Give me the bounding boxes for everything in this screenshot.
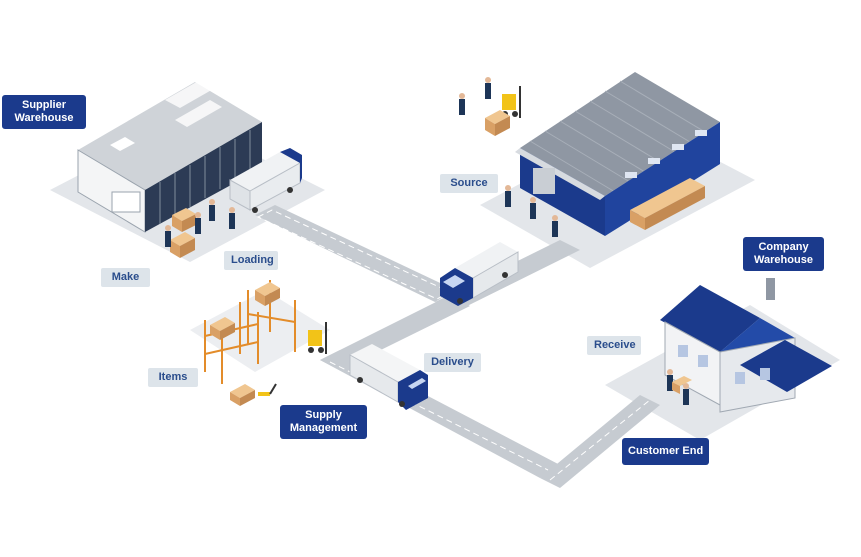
worker-icon [459, 77, 558, 237]
source-warehouse-building [515, 72, 720, 236]
customer-end-label: Customer End [622, 438, 709, 465]
box-icon [485, 110, 705, 230]
supplier-warehouse-building [77, 80, 262, 233]
source-label: Source [440, 174, 498, 193]
pallet-jack-icon [258, 383, 277, 396]
make-label: Make [101, 268, 150, 287]
forklift-icon [308, 322, 327, 354]
delivery-label: Delivery [424, 353, 481, 372]
box-icon [210, 282, 280, 406]
receive-label: Receive [587, 336, 641, 355]
truck-icon [229, 148, 302, 213]
truck-icon [440, 242, 519, 306]
items-label: Items [148, 368, 198, 387]
truck-icon [349, 344, 428, 410]
box-icon [672, 376, 692, 394]
box-icon [170, 208, 196, 258]
house-icon [660, 278, 832, 413]
loading-label: Loading [224, 251, 278, 270]
worker-icon [165, 199, 235, 247]
worker-icon [667, 369, 689, 405]
